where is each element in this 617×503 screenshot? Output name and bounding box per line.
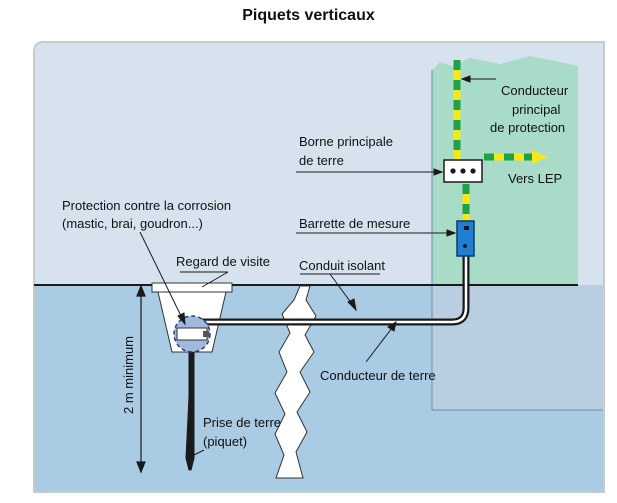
label-main-conductor-2: principal (512, 102, 561, 117)
trench (274, 285, 317, 479)
label-insulated-conduit: Conduit isolant (299, 258, 385, 273)
label-corrosion-2: (mastic, brai, goudron...) (62, 216, 203, 231)
test-link (456, 220, 475, 257)
building-foundation (432, 285, 604, 410)
depth-dimension (136, 284, 146, 474)
label-main-conductor-1: Conducteur (501, 83, 569, 98)
arrow-to-lep (532, 150, 548, 164)
earth-rod (185, 335, 195, 471)
label-earth-rod-1: Prise de terre (203, 415, 281, 430)
label-corrosion-1: Protection contre la corrosion (62, 198, 231, 213)
label-main-terminal-1: Borne principale (299, 134, 393, 149)
frame-border (33, 41, 605, 493)
label-inspection-pit: Regard de visite (176, 254, 270, 269)
main-earthing-terminal (443, 159, 483, 183)
label-earth-rod-2: (piquet) (203, 434, 247, 449)
label-earth-conductor: Conducteur de terre (320, 368, 436, 383)
label-test-link: Barrette de mesure (299, 216, 410, 231)
diagram-title: Piquets verticaux (242, 7, 375, 24)
label-main-conductor-3: de protection (490, 120, 565, 135)
label-to-lep: Vers LEP (508, 171, 562, 186)
label-depth: 2 m minimum (121, 336, 136, 414)
label-main-terminal-2: de terre (299, 153, 344, 168)
